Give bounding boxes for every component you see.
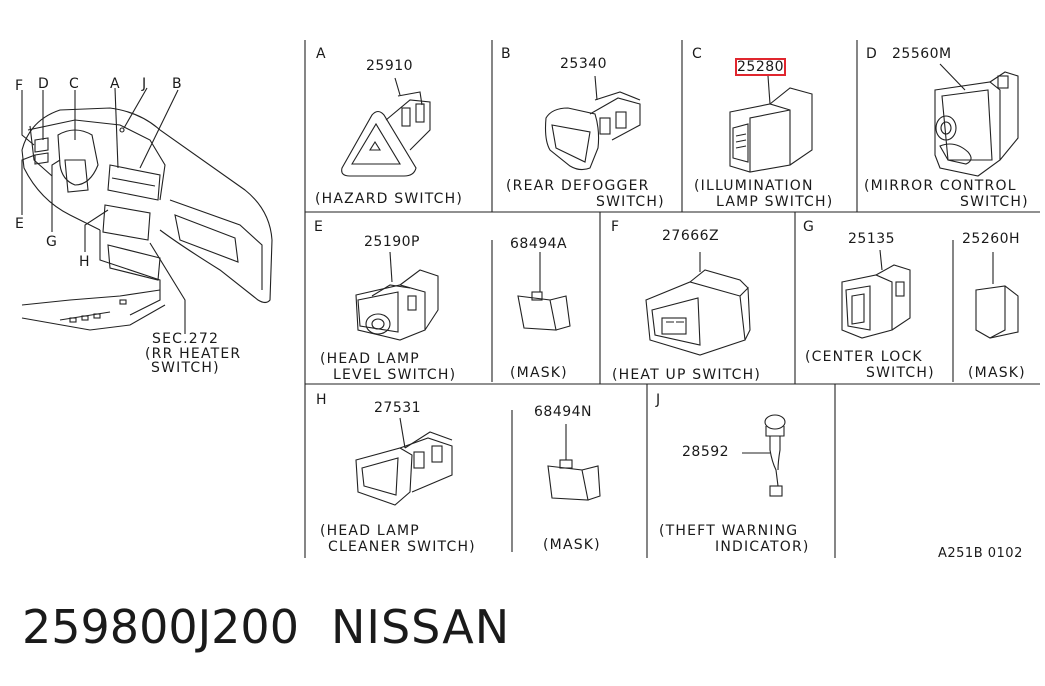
panel-j-part-number: 28592 (682, 444, 730, 460)
footer-brand: NISSAN (331, 600, 511, 654)
panel-b-caption-line-2: SWITCH) (596, 194, 665, 210)
panel-e-caption-line-2: LEVEL SWITCH) (333, 367, 457, 383)
panel-f-part-number: 27666Z (662, 228, 720, 244)
panel-g-caption-line-2: SWITCH) (866, 365, 935, 381)
panel-c-caption-line-1: (ILLUMINATION (694, 178, 814, 194)
dashboard-callout-c: C (69, 76, 79, 92)
dashboard-callout-f: F (15, 78, 24, 94)
panel-h-letter: H (316, 392, 328, 408)
panel-j-caption-line-2: INDICATOR) (715, 539, 810, 555)
panel-e-mask-part-number: 68494A (510, 236, 568, 252)
dashboard-callout-d: D (38, 76, 49, 92)
dashboard-callout-h: H (79, 254, 90, 270)
panel-h-caption-line-1: (HEAD LAMP (320, 523, 420, 539)
panel-d-letter: D (866, 46, 878, 62)
panel-b-letter: B (501, 46, 512, 62)
footer-part-number: 259800J200 (22, 600, 299, 654)
panel-h-mask-caption: (MASK) (543, 537, 601, 553)
panel-c-letter: C (692, 46, 703, 62)
panel-e-letter: E (314, 219, 324, 235)
dashboard-callout-e: E (15, 216, 24, 232)
panel-h-caption-line-2: CLEANER SWITCH) (328, 539, 476, 555)
dashboard-callout-g: G (46, 234, 57, 250)
panel-j-caption-line-1: (THEFT WARNING (659, 523, 799, 539)
dashboard-callout-a: A (110, 76, 120, 92)
panel-g-mask-part-number: 25260H (962, 231, 1021, 247)
sec-caption-line-1: (RR HEATER (145, 346, 242, 362)
dashboard-callout-j: J (142, 76, 147, 92)
panel-g-letter: G (803, 219, 815, 235)
panel-c-part-number-highlighted[interactable]: 25280 (734, 58, 787, 76)
drawing-reference-code: A251B 0102 (938, 546, 1023, 561)
panel-b-part-number: 25340 (560, 56, 608, 72)
panel-e-caption-line-1: (HEAD LAMP (320, 351, 420, 367)
panel-a-part-number: 25910 (366, 58, 414, 74)
panel-f-letter: F (611, 219, 621, 235)
panel-e-part-number: 25190P (364, 234, 420, 250)
panel-d-caption-line-2: SWITCH) (960, 194, 1029, 210)
sec-caption-line-2: SWITCH) (151, 360, 220, 376)
panel-d-caption-line-1: (MIRROR CONTROL (864, 178, 1017, 194)
panel-a-caption: (HAZARD SWITCH) (315, 191, 464, 207)
panel-b-caption-line-1: (REAR DEFOGGER (506, 178, 650, 194)
panel-h-mask-part-number: 68494N (534, 404, 593, 420)
panel-j-letter: J (656, 392, 662, 408)
panel-e-mask-caption: (MASK) (510, 365, 568, 381)
panel-a-letter: A (316, 46, 327, 62)
sec-reference: SEC.272 (152, 331, 220, 347)
panel-g-caption-line-1: (CENTER LOCK (805, 349, 923, 365)
panel-d-part-number: 25560M (892, 46, 952, 62)
dashboard-callout-b: B (172, 76, 182, 92)
panel-h-part-number: 27531 (374, 400, 422, 416)
panel-g-part-number: 25135 (848, 231, 896, 247)
panel-c-caption-line-2: LAMP SWITCH) (716, 194, 834, 210)
panel-g-mask-caption: (MASK) (968, 365, 1026, 381)
panel-f-caption: (HEAT UP SWITCH) (612, 367, 762, 383)
